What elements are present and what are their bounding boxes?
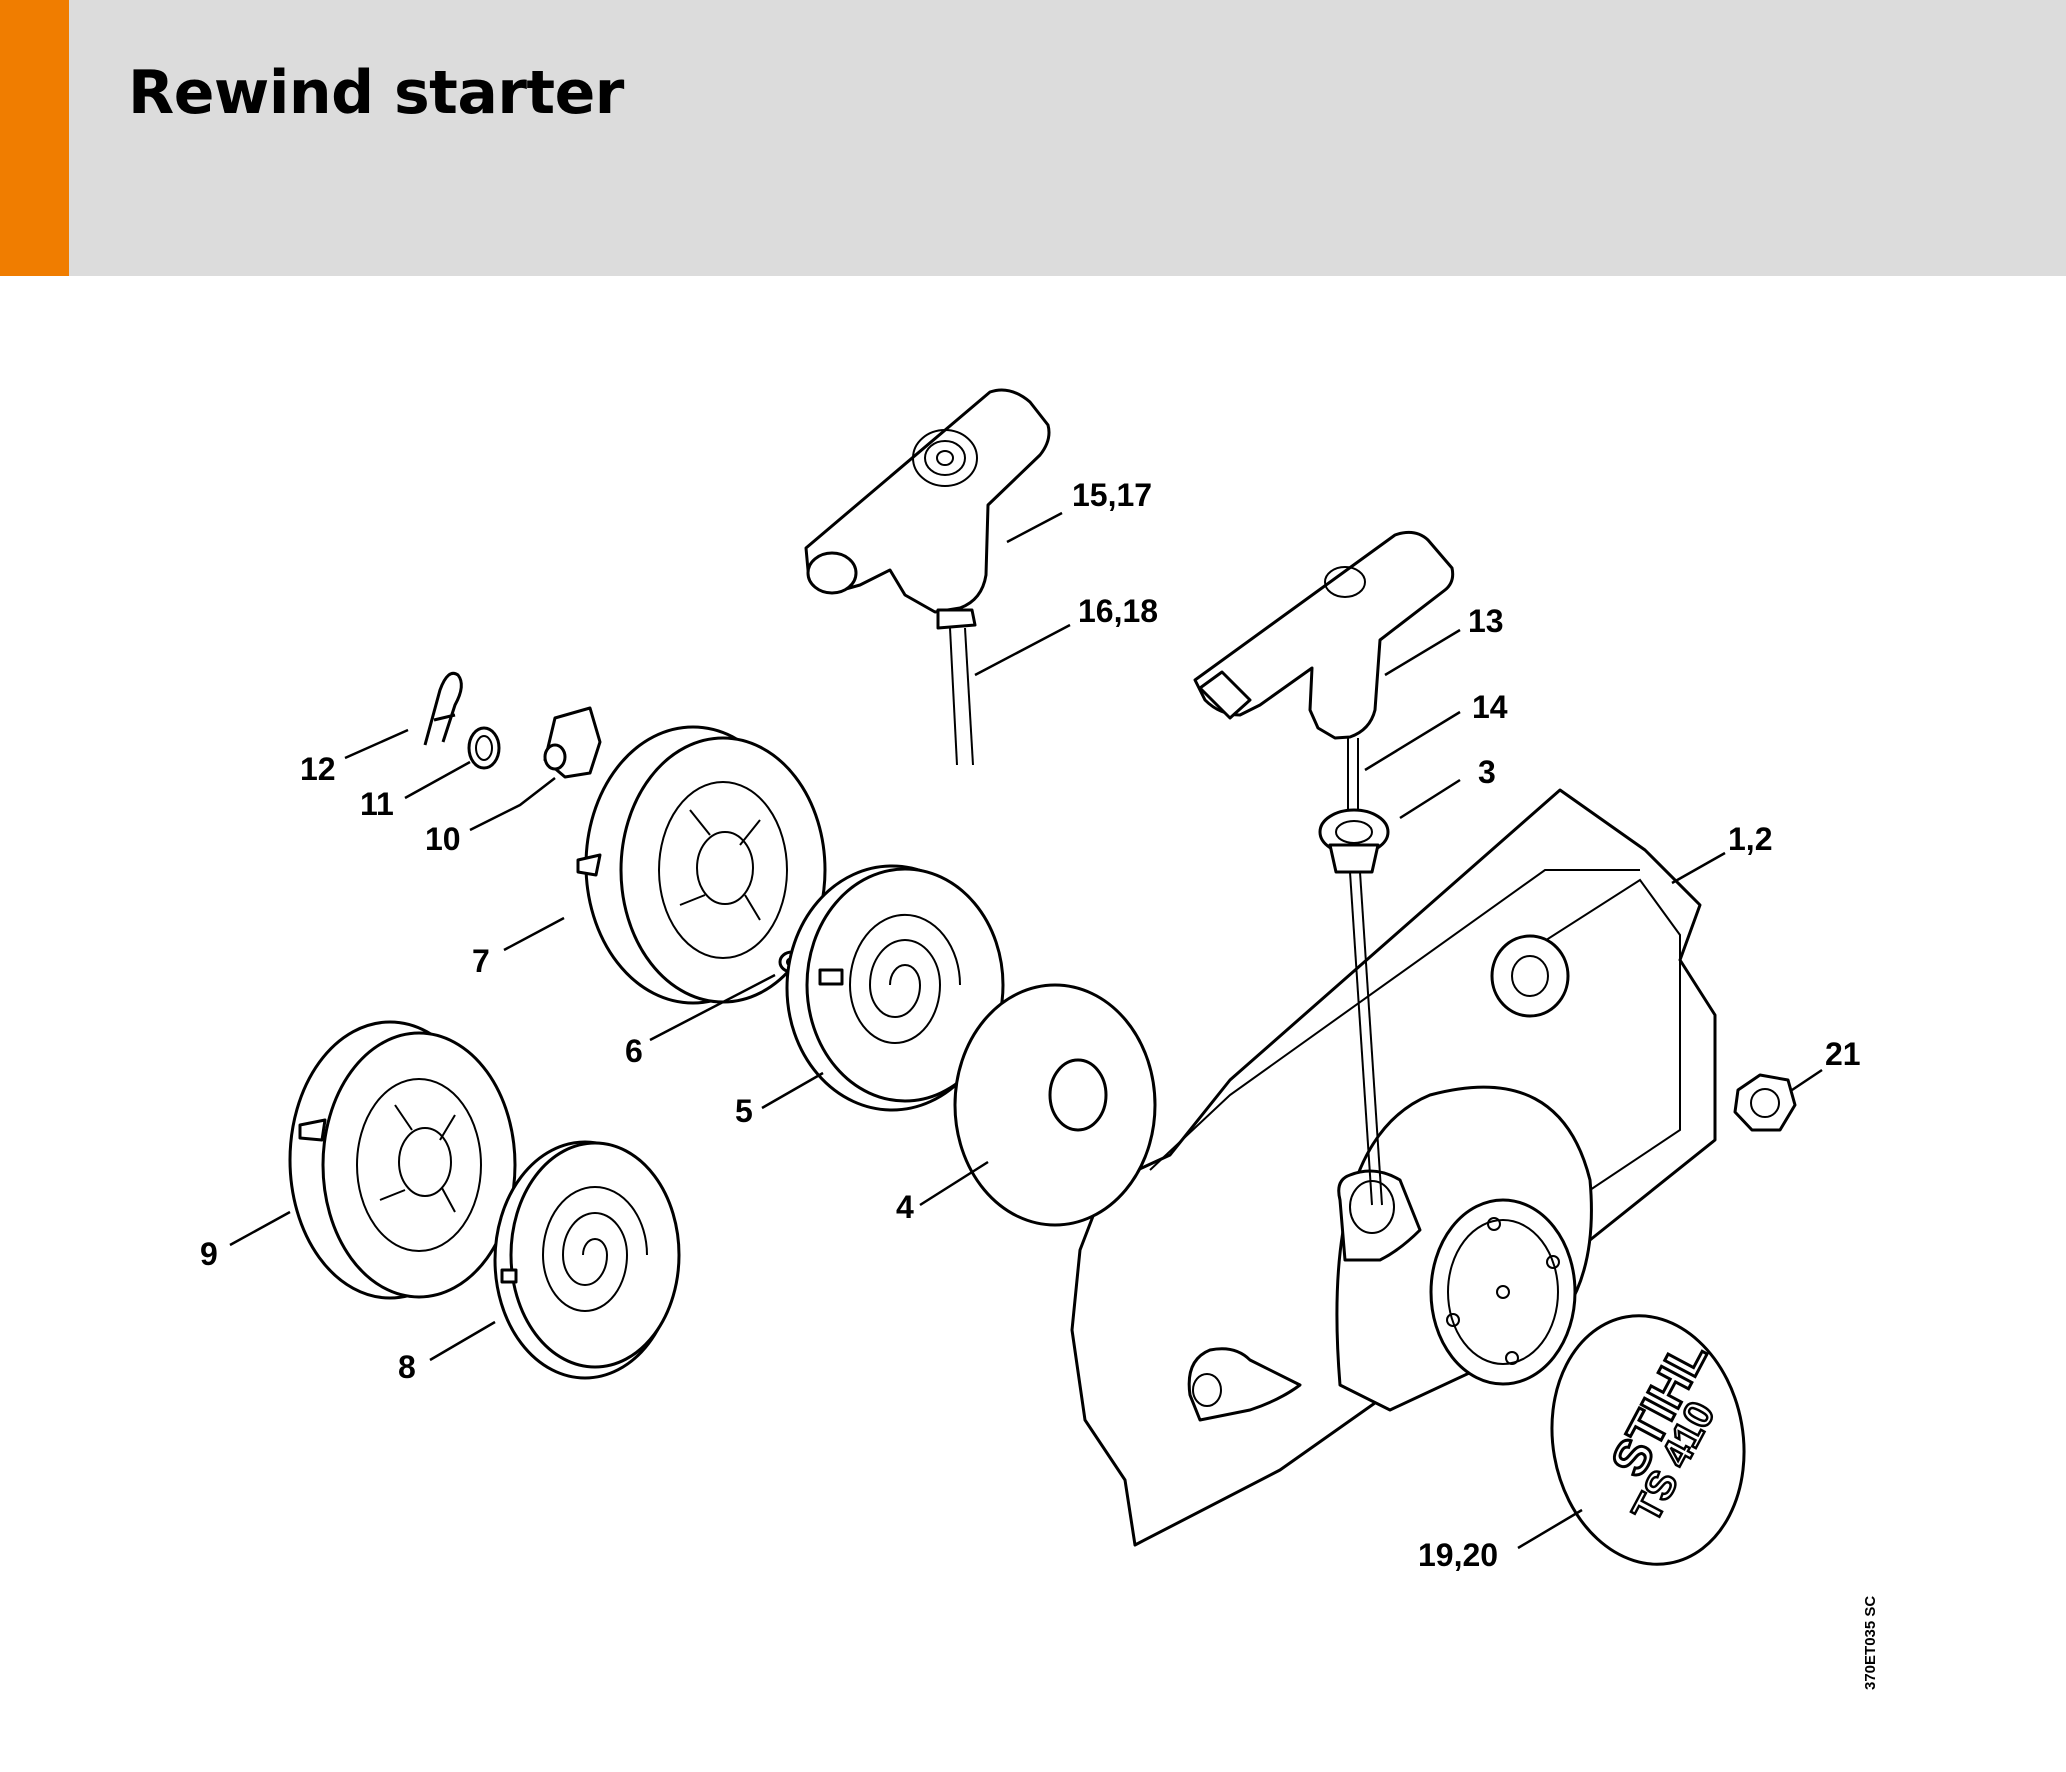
- callout-12: 12: [300, 751, 336, 787]
- callout-7: 7: [472, 943, 490, 979]
- callout-8: 8: [398, 1349, 416, 1385]
- part-rope-rotor-lower: [288, 1020, 517, 1300]
- callout-labels: 1,2 3 4 5 6 7 8 9 10 11 12 13 14 15,17 1…: [200, 477, 1861, 1573]
- part-washer: [953, 983, 1157, 1227]
- leader-lines: [229, 511, 1823, 1550]
- part-ring: [467, 726, 501, 770]
- callout-6: 6: [625, 1033, 643, 1069]
- callout-11: 11: [360, 786, 394, 822]
- callout-3: 3: [1478, 754, 1496, 790]
- part-starter-housing: [1070, 788, 1717, 1547]
- part-hex-nut: [1733, 1073, 1797, 1132]
- part-pawl: [543, 706, 602, 779]
- callout-19-20: 19,20: [1418, 1537, 1498, 1573]
- part-starter-grip-small: [1193, 530, 1455, 812]
- part-rope-guide-bush: [1318, 808, 1390, 1206]
- page-title: Rewind starter: [128, 58, 624, 128]
- header-accent-bar: [0, 0, 69, 276]
- callout-10: 10: [425, 821, 461, 857]
- callout-13: 13: [1468, 603, 1504, 639]
- callout-16-18: 16,18: [1078, 593, 1158, 629]
- callout-14: 14: [1472, 689, 1508, 725]
- part-spring-housing-lower: [493, 1140, 681, 1380]
- callout-9: 9: [200, 1236, 218, 1272]
- callout-21: 21: [1825, 1036, 1861, 1072]
- drawing-reference-code: 370ET035 SC: [1862, 1595, 1879, 1690]
- part-starter-grip-large: [804, 388, 1051, 766]
- part-spring-clip: [423, 671, 463, 746]
- callout-5: 5: [735, 1093, 753, 1129]
- callout-4: 4: [896, 1189, 914, 1225]
- header-band: [0, 0, 2066, 276]
- part-spring-housing-upper: [785, 864, 1005, 1112]
- part-rope-rotor-upper: [576, 725, 827, 1005]
- callout-15-17: 15,17: [1072, 477, 1152, 513]
- part-logo-cap: STIHL TS 410: [1550, 1314, 1746, 1566]
- callout-1-2: 1,2: [1728, 821, 1772, 857]
